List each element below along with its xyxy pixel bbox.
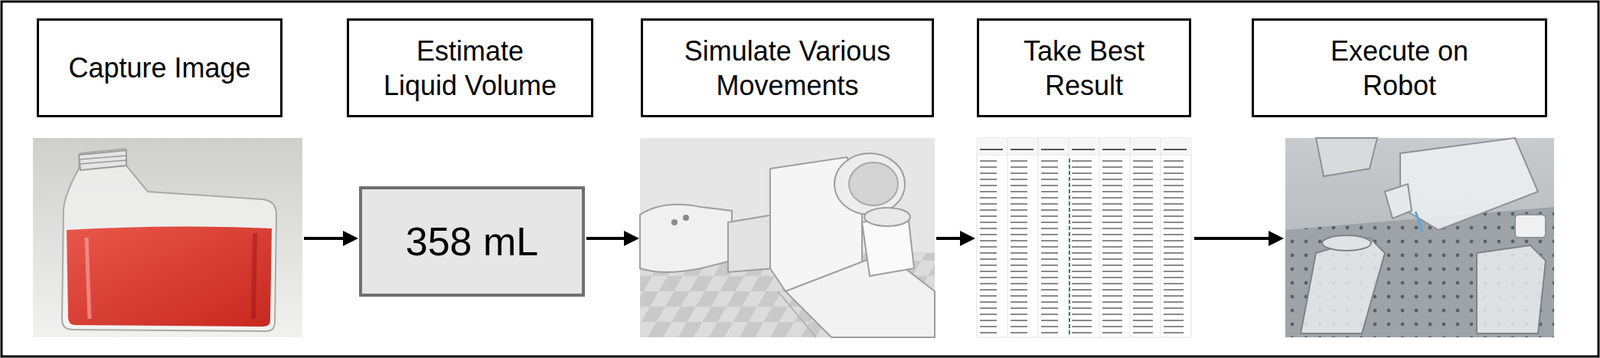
simulation-render [640, 137, 935, 337]
step-title: Simulate Various Movements [672, 33, 903, 103]
step-header-box: Execute on Robot [1251, 18, 1548, 118]
step-title: Execute on Robot [1315, 33, 1484, 103]
robot-photo [1285, 137, 1555, 337]
step-title: Estimate Liquid Volume [380, 33, 561, 103]
volume-result-box: 358 mL [359, 186, 585, 297]
step-header-box: Capture Image [36, 18, 283, 118]
step-title: Capture Image [68, 50, 251, 85]
step-header-box: Simulate Various Movements [640, 18, 934, 118]
step-header-box: Estimate Liquid Volume [346, 18, 594, 118]
volume-value: 358 mL [405, 216, 539, 267]
bottle-photo [32, 137, 303, 337]
step-title: Take Best Result [1007, 33, 1161, 103]
step-header-box: Take Best Result [976, 18, 1192, 118]
spreadsheet-image [976, 137, 1192, 337]
